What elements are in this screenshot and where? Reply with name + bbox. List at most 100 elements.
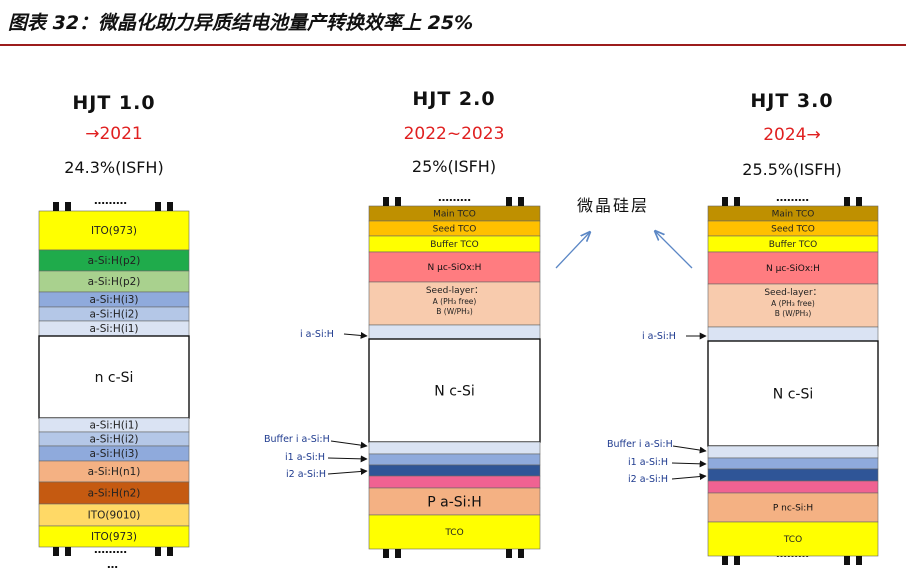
contact-bottom-1-1 bbox=[65, 547, 71, 556]
side-label-arrow-6 bbox=[671, 460, 707, 468]
layer-label-1-11: a-Si:H(n2) bbox=[88, 488, 141, 500]
layer-3-10 bbox=[707, 480, 879, 494]
layer-3-7 bbox=[707, 445, 879, 459]
layer-3-3 bbox=[707, 251, 879, 285]
layer-1-6 bbox=[38, 335, 190, 419]
ellipsis-top-hjt1: ……… bbox=[94, 194, 127, 207]
side-label-hjt3-i-a-si: i a-Si:H bbox=[642, 331, 676, 342]
layer-3-6 bbox=[707, 340, 879, 447]
layer-label-2-12: TCO bbox=[444, 528, 463, 538]
side-label-hjt2-i-a-si: i a-Si:H bbox=[300, 329, 334, 340]
layer-label-1-6: n c-Si bbox=[95, 370, 134, 386]
layer-label-2-6: N c-Si bbox=[434, 383, 474, 399]
contact-top-2-3 bbox=[518, 197, 524, 206]
contact-top-1-3 bbox=[167, 202, 173, 211]
layer-label-2-2: Buffer TCO bbox=[430, 240, 479, 250]
side-label-hjt3-i2: i2 a-Si:H bbox=[628, 474, 668, 485]
layer-1-13 bbox=[38, 525, 190, 548]
layer-label-1-3: a-Si:H(i3) bbox=[89, 294, 138, 306]
annotation-arrow-left bbox=[555, 232, 590, 269]
contact-bottom-3-2 bbox=[844, 556, 850, 565]
contact-bottom-1-2 bbox=[155, 547, 161, 556]
contact-bottom-2-3 bbox=[518, 549, 524, 558]
layer-label-2-1: Seed TCO bbox=[433, 225, 477, 235]
layer-2-3 bbox=[368, 251, 541, 283]
contact-top-3-1 bbox=[734, 197, 740, 206]
contact-top-2-1 bbox=[395, 197, 401, 206]
layer-sublabel-3-4-0: A (PH₃ free) bbox=[771, 299, 815, 308]
layer-3-11 bbox=[707, 492, 879, 523]
layer-label-1-0: ITO(973) bbox=[91, 225, 137, 237]
side-label-hjt2-i1: i1 a-Si:H bbox=[285, 452, 325, 463]
column-title-hjt3: HJT 3.0 bbox=[750, 90, 834, 112]
layer-2-6 bbox=[368, 338, 541, 443]
layer-label-3-1: Seed TCO bbox=[771, 225, 815, 235]
contact-bottom-2-0 bbox=[383, 549, 389, 558]
microcrystalline-annotation: 微晶硅层 bbox=[577, 196, 650, 215]
layer-2-8 bbox=[368, 453, 541, 466]
contact-bottom-2-1 bbox=[395, 549, 401, 558]
layer-label-3-3: N μc-SiOx:H bbox=[766, 264, 820, 274]
layer-label-2-0: Main TCO bbox=[433, 210, 476, 220]
layer-label-1-7: a-Si:H(i1) bbox=[89, 420, 138, 432]
layer-2-4 bbox=[368, 281, 541, 326]
title-divider bbox=[0, 44, 906, 46]
column-efficiency-hjt3: 25.5%(ISFH) bbox=[742, 160, 842, 179]
contact-bottom-3-3 bbox=[856, 556, 862, 565]
contact-bottom-1-3 bbox=[167, 547, 173, 556]
contact-top-1-2 bbox=[155, 202, 161, 211]
layer-label-3-6: N c-Si bbox=[773, 386, 813, 402]
layer-label-3-11: P nc-Si:H bbox=[773, 504, 813, 514]
side-label-arrow-1 bbox=[330, 440, 368, 449]
side-label-arrow-5 bbox=[672, 445, 707, 454]
ellipsis-top-hjt3: ……… bbox=[776, 191, 809, 204]
layer-2-11 bbox=[368, 487, 541, 516]
layer-3-8 bbox=[707, 457, 879, 470]
layer-label-1-12: ITO(9010) bbox=[88, 510, 141, 522]
side-label-arrow-2 bbox=[327, 455, 368, 463]
column-title-hjt2: HJT 2.0 bbox=[412, 88, 496, 110]
layer-label-1-9: a-Si:H(i3) bbox=[89, 448, 138, 460]
layer-sublabel-3-4-1: B (W/PH₃) bbox=[775, 309, 812, 318]
layer-2-12 bbox=[368, 514, 541, 550]
column-year-hjt3: 2024→ bbox=[763, 125, 821, 145]
annotation-arrow-right bbox=[655, 231, 693, 269]
contact-top-3-2 bbox=[844, 197, 850, 206]
layer-sublabel-2-4-0: A (PH₃ free) bbox=[433, 297, 477, 306]
layer-label-2-4: Seed-layer： bbox=[426, 286, 483, 296]
ellipsis-top-hjt2: ……… bbox=[438, 191, 471, 204]
layer-2-9 bbox=[368, 464, 541, 477]
layer-label-1-4: a-Si:H(i2) bbox=[89, 309, 138, 321]
layer-label-3-12: TCO bbox=[783, 535, 802, 545]
layer-label-1-8: a-Si:H(i2) bbox=[89, 434, 138, 446]
contact-bottom-3-1 bbox=[734, 556, 740, 565]
column-title-hjt1: HJT 1.0 bbox=[72, 92, 156, 114]
layer-2-7 bbox=[368, 441, 541, 455]
figure-title: 图表 32：微晶化助力异质结电池量产转换效率上 25% bbox=[8, 12, 474, 34]
column-year-hjt1: →2021 bbox=[85, 124, 143, 144]
layer-label-2-3: N μc-SiOx:H bbox=[428, 263, 482, 273]
layer-3-5 bbox=[707, 326, 879, 342]
layer-3-12 bbox=[707, 521, 879, 557]
contact-top-1-1 bbox=[65, 202, 71, 211]
contact-top-2-0 bbox=[383, 197, 389, 206]
layer-2-5 bbox=[368, 324, 541, 340]
layer-label-1-5: a-Si:H(i1) bbox=[89, 323, 138, 335]
layer-sublabel-2-4-1: B (W/PH₃) bbox=[436, 307, 473, 316]
side-label-hjt2-i2: i2 a-Si:H bbox=[286, 469, 326, 480]
layer-3-4 bbox=[707, 283, 879, 328]
layer-1-0 bbox=[38, 210, 190, 251]
side-label-hjt3-i1: i1 a-Si:H bbox=[628, 457, 668, 468]
side-label-arrow-7 bbox=[671, 473, 707, 481]
layer-label-1-2: a-Si:H(p2) bbox=[88, 276, 141, 288]
contact-bottom-1-0 bbox=[53, 547, 59, 556]
side-label-arrow-0 bbox=[343, 331, 368, 339]
contact-top-2-2 bbox=[506, 197, 512, 206]
side-label-arrow-3 bbox=[327, 467, 368, 475]
layer-label-1-10: a-Si:H(n1) bbox=[88, 466, 141, 478]
layer-label-3-0: Main TCO bbox=[772, 210, 815, 220]
layer-3-9 bbox=[707, 468, 879, 482]
side-label-hjt3-buffer: Buffer i a-Si:H bbox=[607, 439, 673, 450]
